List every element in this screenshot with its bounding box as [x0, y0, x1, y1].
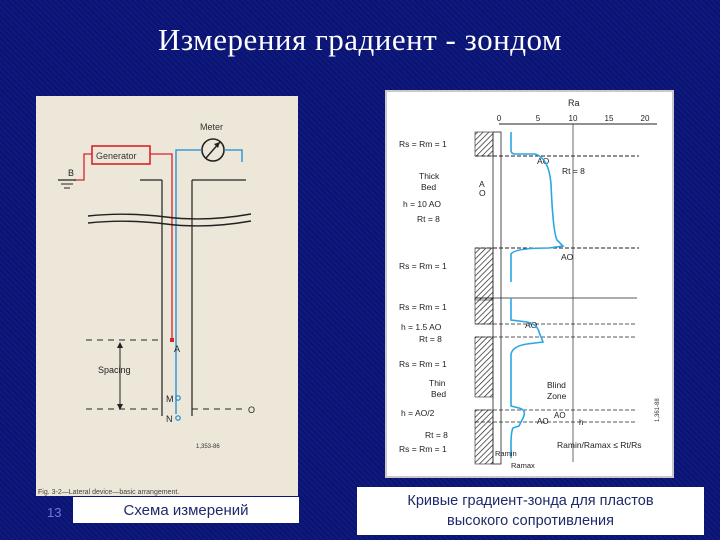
- meter-icon: [201, 138, 225, 162]
- thick-bed-curve: [510, 132, 565, 282]
- medium-bed-curve: [510, 298, 545, 388]
- thin-ao-upper: AO: [554, 411, 566, 420]
- electrode-m-label: M: [166, 394, 174, 404]
- ramin-label: Ramin: [495, 449, 517, 458]
- tick-0: 0: [497, 114, 502, 123]
- medium-bottom-formula: Rs = Rm = 1: [399, 359, 447, 369]
- electrode-n-label: N: [166, 414, 173, 424]
- lateral-device-diagram: Meter Generator B A: [36, 96, 298, 496]
- thick-ao-lower: AO: [561, 252, 574, 262]
- slide-title: Измерения градиент - зондом: [157, 22, 563, 57]
- medium-h-label: h = 1.5 AO: [401, 322, 442, 332]
- lateral-device-svg: Meter Generator B A: [38, 122, 255, 496]
- medium-rt-label: Rt = 8: [419, 334, 442, 344]
- right-caption-line1: Кривые градиент-зонда для пластов: [407, 493, 654, 509]
- medium-top-formula: Rs = Rm = 1: [399, 302, 447, 312]
- thin-bottom-formula: Rs = Rm = 1: [399, 444, 447, 454]
- thin-h-small: h: [579, 418, 583, 427]
- medium-ao-label: AO: [525, 320, 538, 330]
- right-caption: Кривые градиент-зонда для пластов высоко…: [357, 487, 704, 535]
- generator-label: Generator: [96, 151, 137, 161]
- thick-a-label: A: [479, 179, 485, 189]
- thick-o-label: O: [479, 188, 486, 198]
- thick-rt-curve-label: Rt = 8: [562, 166, 585, 176]
- thick-bed-label-l1: Thick: [419, 171, 440, 181]
- thick-bottom-formula: Rs = Rm = 1: [399, 261, 447, 271]
- point-o-label: O: [248, 405, 255, 415]
- thin-ao-lower: AO: [537, 417, 549, 426]
- tick-20: 20: [641, 114, 650, 123]
- thin-rt-label: Rt = 8: [425, 430, 448, 440]
- right-caption-line2: высокого сопротивления: [447, 513, 614, 529]
- page-number: 13: [47, 505, 62, 520]
- ramax-label: Ramax: [511, 461, 535, 470]
- thick-h-label: h = 10 AO: [403, 199, 441, 209]
- thick-top-formula: Rs = Rm = 1: [399, 139, 447, 149]
- thick-rt-label: Rt = 8: [417, 214, 440, 224]
- blind-zone-label-l2: Zone: [547, 391, 567, 401]
- left-fig-caption: Fig. 3-2—Lateral device—basic arrangemen…: [38, 489, 179, 496]
- thin-bed-label-l2: Bed: [431, 389, 446, 399]
- thin-h-label: h = AO/2: [401, 408, 435, 418]
- blind-zone-label-l1: Blind: [547, 380, 566, 390]
- meter-label: Meter: [200, 122, 223, 132]
- thick-ao-upper: AO: [537, 156, 550, 166]
- ground-icon: [58, 179, 76, 189]
- left-caption: Схема измерений: [73, 497, 299, 523]
- ratio-formula: Ramin/Ramax ≤ Rt/Rs: [557, 440, 642, 450]
- electrode-b-label: B: [68, 168, 74, 178]
- thin-bed-label-l1: Thin: [429, 378, 446, 388]
- generator-box: [91, 145, 151, 165]
- electrode-a-label: A: [174, 344, 180, 354]
- thick-bed-label-l2: Bed: [421, 182, 436, 192]
- tick-10: 10: [569, 114, 578, 123]
- tick-15: 15: [605, 114, 614, 123]
- axis-title: Ra: [568, 98, 580, 108]
- tick-5: 5: [536, 114, 541, 123]
- right-figure-code: 1,361-88: [655, 398, 661, 422]
- thin-bed-curve: [510, 388, 526, 458]
- spacing-label: Spacing: [98, 365, 131, 375]
- left-figure-code: 1,353-86: [196, 444, 220, 450]
